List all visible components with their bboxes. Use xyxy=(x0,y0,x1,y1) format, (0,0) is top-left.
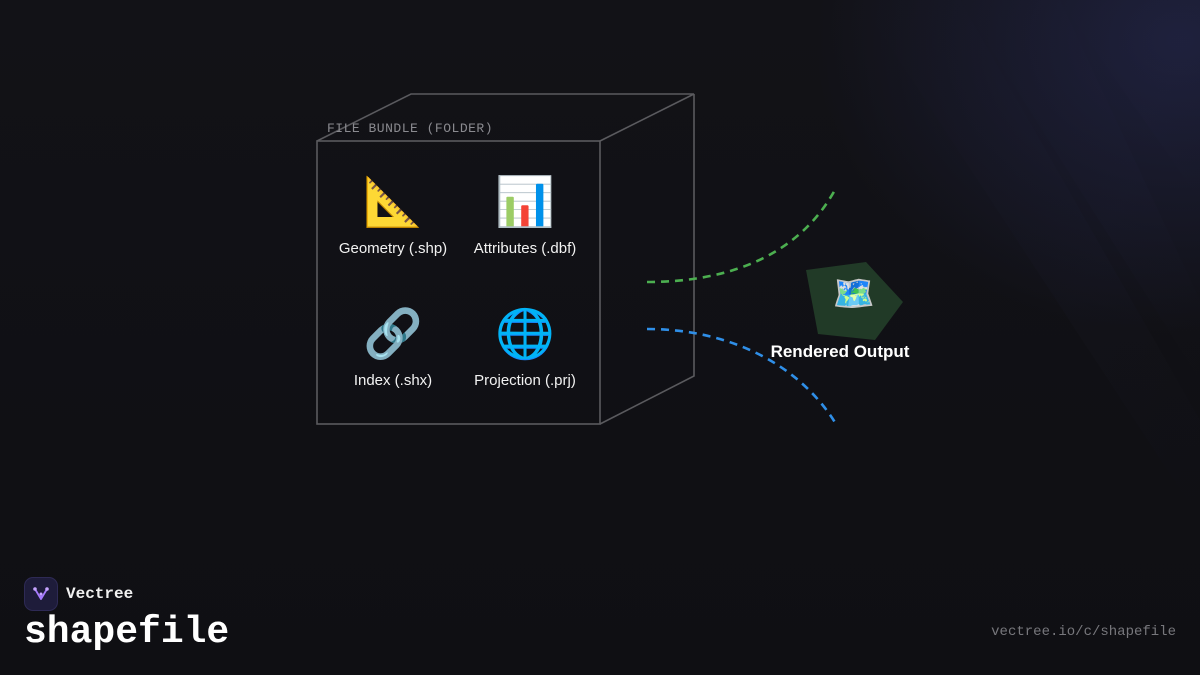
file-item-attributes: 📊 Attributes (.dbf) xyxy=(455,172,595,257)
file-bundle-box xyxy=(316,93,695,425)
box-front-face xyxy=(316,140,601,425)
output-label: Rendered Output xyxy=(770,342,910,361)
brand-name: Vectree xyxy=(66,585,134,603)
world-map-icon: 🗺️ xyxy=(832,274,876,314)
box-side-face xyxy=(599,94,695,425)
triangular-ruler-icon: 📐 xyxy=(363,174,423,230)
bundle-label: FILE BUNDLE (FOLDER) xyxy=(327,121,494,136)
output-shape xyxy=(806,262,903,340)
globe-icon: 🌐 xyxy=(495,306,555,362)
file-label-geometry: Geometry (.shp) xyxy=(338,240,448,257)
page-title: shapefile xyxy=(24,611,230,654)
page-url[interactable]: vectree.io/c/shapefile xyxy=(991,624,1176,640)
box-top-face xyxy=(316,93,695,142)
bar-chart-icon: 📊 xyxy=(495,174,555,230)
file-item-index: 🔗 Index (.shx) xyxy=(323,304,463,389)
brand[interactable]: Vectree xyxy=(24,577,133,611)
file-item-projection: 🌐 Projection (.prj) xyxy=(455,304,595,389)
file-label-index: Index (.shx) xyxy=(353,372,433,389)
green-connector xyxy=(646,187,838,284)
file-label-attributes: Attributes (.dbf) xyxy=(473,240,577,257)
file-label-projection: Projection (.prj) xyxy=(474,372,576,389)
link-icon: 🔗 xyxy=(363,306,423,362)
vectree-logo-icon xyxy=(24,577,58,611)
file-item-geometry: 📐 Geometry (.shp) xyxy=(323,172,463,257)
blue-connector xyxy=(646,327,838,425)
